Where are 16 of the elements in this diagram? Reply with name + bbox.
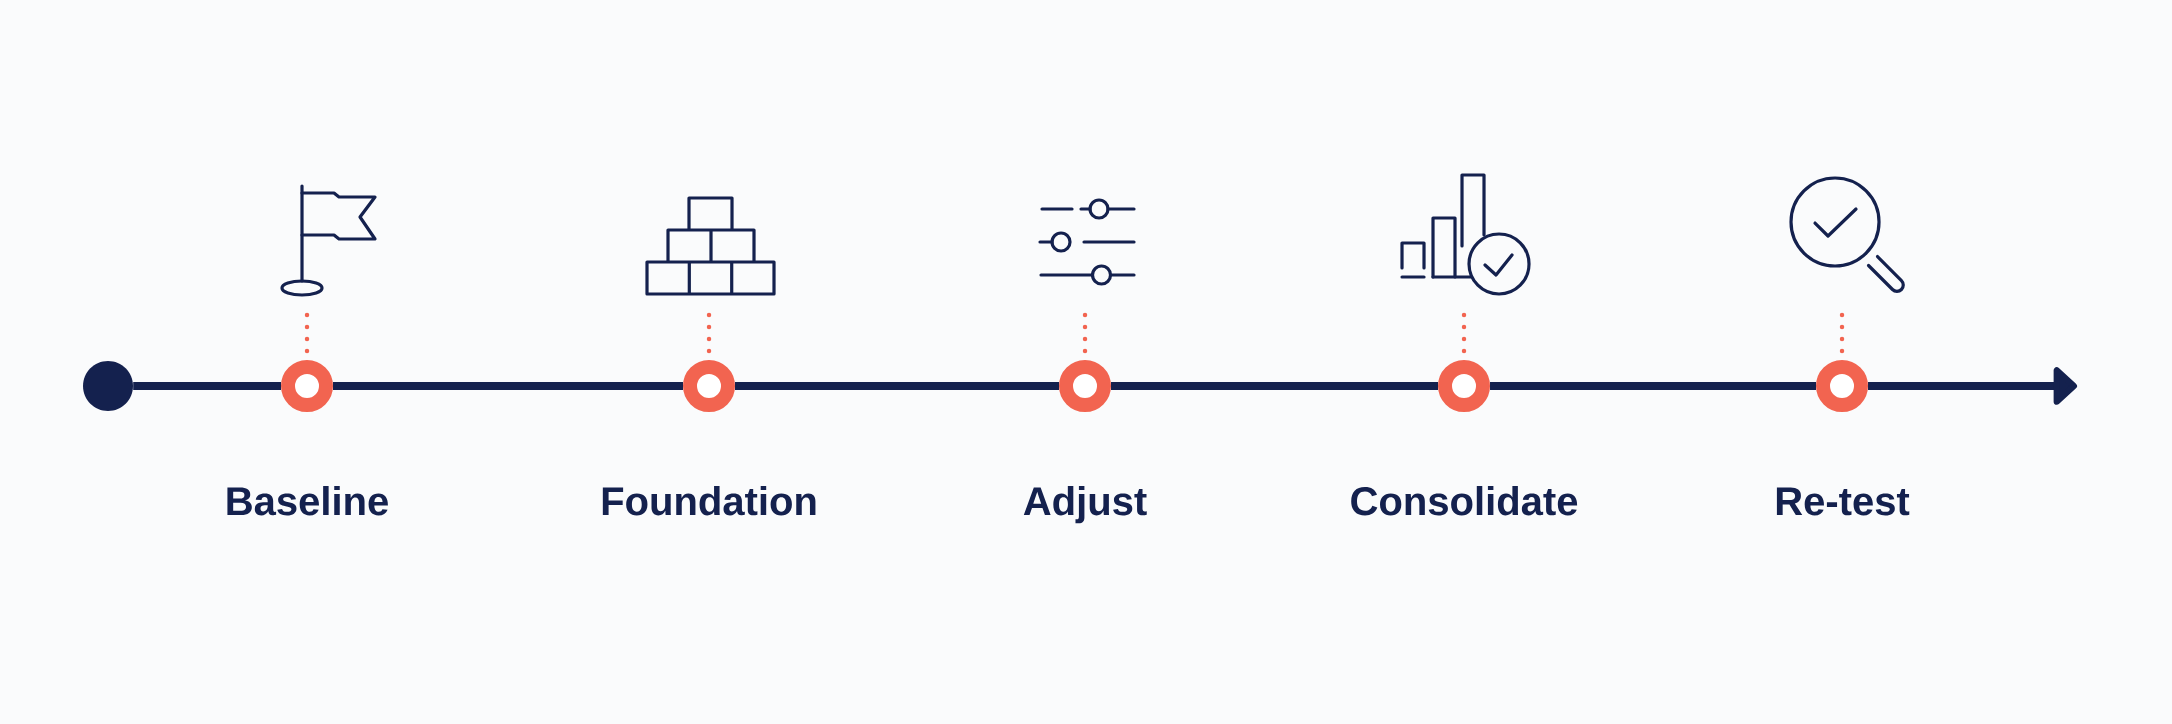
bricks-icon — [645, 196, 776, 296]
bar-chart-icon — [1400, 173, 1531, 296]
magnifier-icon — [1789, 176, 1905, 293]
sliders-icon — [1038, 198, 1136, 286]
milestone-label: Foundation — [602, 486, 816, 516]
dotted-line — [1839, 312, 1845, 354]
flag-icon — [280, 184, 377, 297]
milestone-label: Re-test — [1776, 487, 1910, 516]
dotted-line — [706, 312, 712, 354]
milestone-label: Adjust — [1023, 486, 1147, 524]
dotted-line — [304, 312, 310, 354]
dotted-line — [1461, 312, 1467, 354]
milestone-label: Baseline — [227, 486, 388, 516]
milestone-label: Consolidate — [1351, 486, 1578, 516]
dotted-line — [1082, 312, 1088, 354]
start-dot — [83, 361, 133, 411]
